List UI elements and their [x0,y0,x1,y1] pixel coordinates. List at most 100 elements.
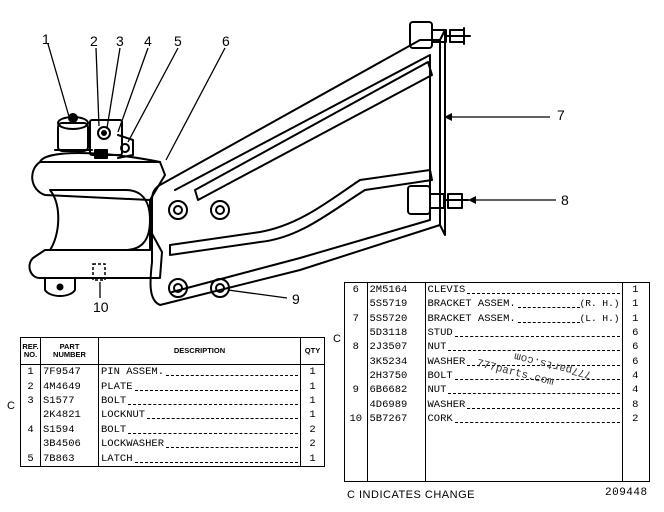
change-mark-left: C [7,400,15,412]
ref-cell: 4 [20,422,41,437]
ref-cell: 8 [352,341,359,354]
ref-cell: 10 [349,412,363,425]
clevis-slot [49,189,151,251]
part-number-cell: 4D6989 [366,397,425,412]
part-number-cell: 2J3507 [366,340,425,355]
callout-1: 1 [42,31,50,47]
bracket-inner-edge [171,54,431,293]
table-row: 7 5S5720 BRACKET ASSEM.(L. H.) 1 [345,311,648,326]
description-cell: LATCH [98,451,301,467]
description-text: STUD [427,327,453,340]
bracket-rib-lower [169,169,433,256]
description-cell: BOLT [98,422,301,437]
table-row: 2 4M4649 PLATE 1 [20,379,325,394]
change-legend: C INDICATES CHANGE [347,489,475,501]
callout-8: 8 [561,192,569,208]
ref-cell [345,397,367,411]
clevis-outline [28,161,166,279]
callout-10: 10 [93,299,109,315]
header-description: DESCRIPTION [98,337,301,365]
bolt-group [168,200,230,298]
table-row: 3 S1577 BOLT 1 [20,393,325,409]
stud-nut-bottom [407,185,469,215]
table-row: 5D3118 STUD 6 [345,325,648,341]
description-cell: BOLT [424,368,622,384]
qty-cell: 8 [621,397,648,412]
ref-cell: 2 [20,379,41,394]
description-text: BOLT [101,423,127,436]
ref-cell [345,326,367,340]
description-text: LOCKWASHER [101,438,165,451]
leader-9 [227,289,288,299]
part-number-cell: S1577 [40,393,99,409]
description-text: BRACKET ASSEM. [427,298,516,311]
table-row: 1 7F9547 PIN ASSEM. 1 [20,364,325,380]
leader-2 [95,47,100,127]
table-row: 8 2J3507 NUT 6 [345,340,648,355]
qty-cell: 2 [621,411,648,426]
bracket-rib-upper [194,61,433,201]
side-label: (L. H.) [579,312,620,324]
table-row: 6 2M5164 CLEVIS 1 [345,283,648,298]
description-cell: PLATE [98,379,301,394]
table-row: 2H3750 BOLT 4 [345,368,648,384]
description-cell: BOLT [98,393,301,409]
callout-4: 4 [144,33,152,49]
part-number-cell: 5S5719 [366,297,425,312]
qty-cell: 1 [300,451,325,467]
description-cell: WASHER [424,397,622,412]
description-cell: BRACKET ASSEM.(L. H.) [424,311,622,326]
table-row: 3B4506 LOCKWASHER 2 [20,436,325,452]
description-text: PIN ASSEM. [101,366,165,379]
description-cell: STUD [424,325,622,341]
table-row: 4D6989 WASHER 8 [345,397,648,412]
callout-9: 9 [292,291,300,307]
description-cell: NUT [424,340,622,355]
left-parts-table: REF. NO. PART NUMBER DESCRIPTION QTY 1 7… [20,337,325,484]
description-cell: WASHER [424,354,622,369]
table-row: 10 5B7267 CORK 2 [345,411,648,426]
leader-5 [127,47,179,143]
ref-cell [20,436,41,452]
part-number-cell: S1594 [40,422,99,437]
side-label: (R. H.) [579,298,620,310]
part-number-cell: 6B6682 [366,383,425,398]
ref-cell: 6 [352,284,359,297]
table-row: 2K4821 LOCKNUT 1 [20,408,325,423]
qty-cell: 6 [621,354,648,369]
leader-4 [117,47,149,133]
ref-cell [345,297,367,311]
bracket-outline [149,39,441,306]
part-number-cell: 5S5720 [366,311,425,326]
description-cell: NUT [424,383,622,398]
clevis-upper-lug [39,152,161,163]
figure-number: 209448 [605,487,648,499]
qty-cell: 1 [621,311,648,326]
part-number-cell: 7F9547 [40,364,99,380]
leader-6 [165,47,226,161]
description-text: WASHER [427,355,466,368]
part-number-cell: 2M5164 [366,283,425,298]
callout-5: 5 [174,33,182,49]
description-cell: LOCKWASHER [98,436,301,452]
table-row: 9 6B6682 NUT 4 [345,383,648,398]
qty-cell: 2 [300,436,325,452]
callout-7: 7 [557,107,565,123]
qty-cell: 6 [621,340,648,355]
qty-cell: 6 [621,325,648,341]
qty-cell: 1 [300,364,325,380]
description-text: NUT [427,384,447,397]
ref-cell: 3 [20,393,41,409]
description-text: PLATE [101,380,133,393]
qty-cell: 1 [621,283,648,298]
part-number-cell: 4M4649 [40,379,99,394]
description-text: WASHER [427,398,466,411]
description-text: CLEVIS [427,284,466,297]
part-number-cell: 7B863 [40,451,99,467]
part-number-cell: 2H3750 [366,368,425,384]
description-text: BOLT [101,394,127,407]
description-text: NUT [427,341,447,354]
ref-cell [20,408,41,423]
leader-3 [106,47,121,129]
